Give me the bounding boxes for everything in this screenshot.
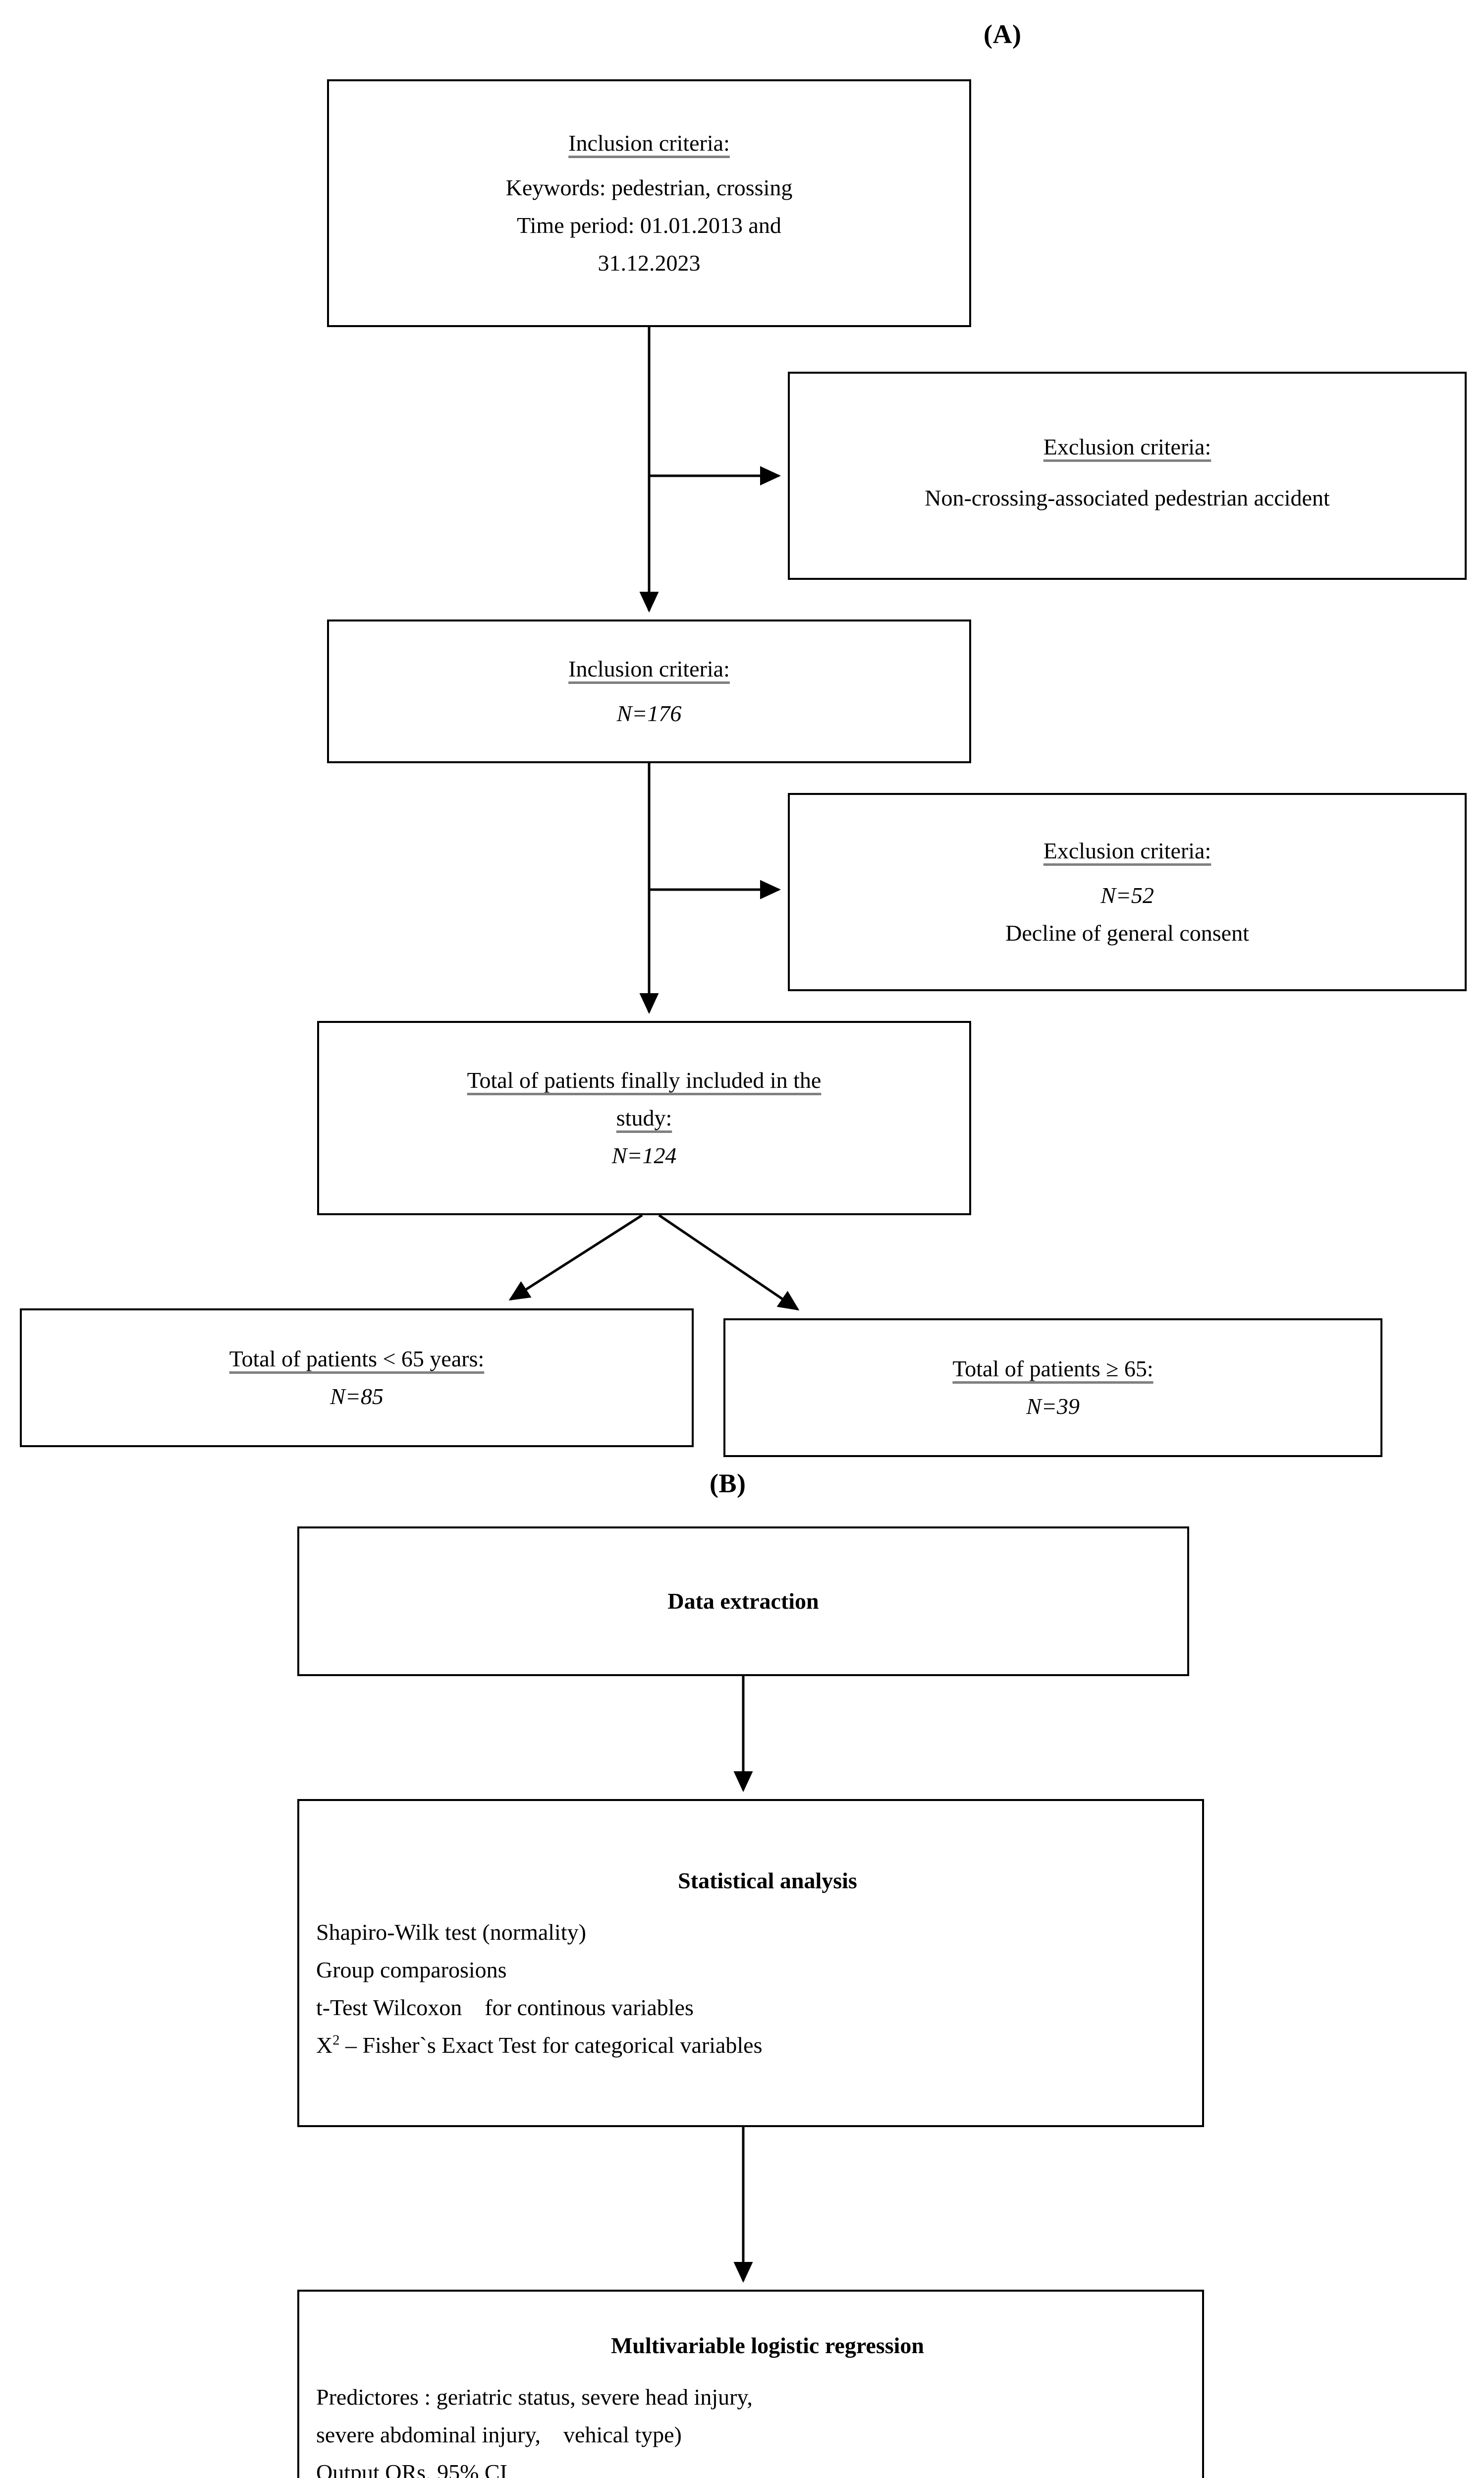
total-included-heading-line-2: study: bbox=[616, 1105, 672, 1130]
box-exclusion-criteria-2: Exclusion criteria: N=52 Decline of gene… bbox=[788, 793, 1467, 991]
chi-square-symbol: X bbox=[316, 2032, 333, 2058]
exclusion-1-heading: Exclusion criteria: bbox=[1043, 434, 1211, 460]
box-logistic-regression: Multivariable logistic regression Predic… bbox=[297, 2290, 1204, 2478]
inclusion-1-keywords: Keywords: pedestrian, crossing bbox=[505, 175, 793, 200]
over-65-heading: Total of patients ≥ 65: bbox=[952, 1356, 1154, 1381]
statistical-analysis-item-2: Group comparosions bbox=[316, 1957, 507, 1982]
exclusion-2-heading: Exclusion criteria: bbox=[1043, 838, 1211, 863]
box-inclusion-criteria-1: Inclusion criteria: Keywords: pedestrian… bbox=[327, 79, 971, 327]
box-data-extraction: Data extraction bbox=[297, 1526, 1189, 1676]
box-patients-over-65: Total of patients ≥ 65: N=39 bbox=[723, 1318, 1382, 1457]
under-65-count: N=85 bbox=[330, 1384, 384, 1409]
statistical-analysis-item-4-rest: – Fisher`s Exact Test for categorical va… bbox=[339, 2032, 763, 2058]
chi-square-exponent: 2 bbox=[332, 2032, 340, 2048]
over-65-count: N=39 bbox=[1026, 1394, 1080, 1419]
inclusion-1-period-line-1: Time period: 01.01.2013 and bbox=[517, 213, 781, 238]
inclusion-2-count: N=176 bbox=[616, 701, 682, 726]
exclusion-2-count: N=52 bbox=[1100, 883, 1154, 908]
inclusion-1-heading: Inclusion criteria: bbox=[568, 130, 730, 156]
logistic-regression-item-1: Predictores : geriatric status, severe h… bbox=[316, 2384, 753, 2410]
box-inclusion-criteria-2: Inclusion criteria: N=176 bbox=[327, 620, 971, 763]
statistical-analysis-title: Statistical analysis bbox=[678, 1868, 857, 1893]
inclusion-2-heading: Inclusion criteria: bbox=[568, 656, 730, 681]
box-patients-under-65: Total of patients < 65 years: N=85 bbox=[20, 1308, 694, 1447]
logistic-regression-item-2: severe abdominal injury, vehical type) bbox=[316, 2422, 682, 2447]
total-included-count: N=124 bbox=[611, 1143, 677, 1168]
total-included-heading-line-1: Total of patients finally included in th… bbox=[467, 1068, 822, 1093]
statistical-analysis-item-4: X2 – Fisher`s Exact Test for categorical… bbox=[316, 2032, 763, 2058]
edge-total-to-over65 bbox=[658, 1214, 800, 1311]
exclusion-2-reason: Decline of general consent bbox=[1005, 920, 1249, 946]
logistic-regression-item-3: Output ORs, 95% CI bbox=[316, 2460, 507, 2478]
box-exclusion-criteria-1: Exclusion criteria: Non-crossing-associa… bbox=[788, 372, 1467, 580]
inclusion-1-period-line-2: 31.12.2023 bbox=[598, 250, 701, 276]
statistical-analysis-item-3: t-Test Wilcoxon for continous variables bbox=[316, 1995, 694, 2020]
logistic-regression-title: Multivariable logistic regression bbox=[610, 2333, 924, 2358]
edge-total-to-under65 bbox=[508, 1214, 643, 1301]
box-total-patients-included: Total of patients finally included in th… bbox=[317, 1021, 971, 1215]
panel-a-label: (A) bbox=[984, 19, 1022, 49]
panel-b-label: (B) bbox=[710, 1468, 746, 1498]
statistical-analysis-item-1: Shapiro-Wilk test (normality) bbox=[316, 1919, 586, 1945]
box-statistical-analysis: Statistical analysis Shapiro-Wilk test (… bbox=[297, 1799, 1204, 2127]
under-65-heading: Total of patients < 65 years: bbox=[229, 1346, 485, 1371]
exclusion-1-body: Non-crossing-associated pedestrian accid… bbox=[925, 485, 1330, 511]
data-extraction-title: Data extraction bbox=[667, 1588, 819, 1614]
